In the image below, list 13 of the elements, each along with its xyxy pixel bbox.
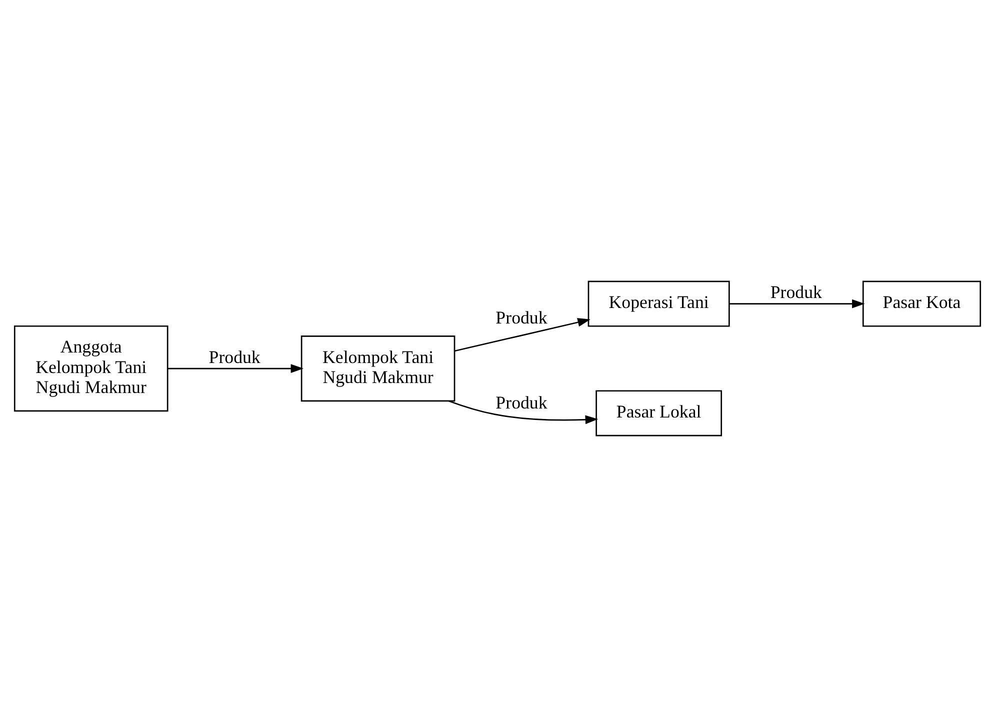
- edge-label: Produk: [770, 282, 822, 302]
- node-box: Koperasi Tani: [588, 280, 730, 327]
- node-box: Pasar Kota: [862, 280, 982, 327]
- edge-label: Produk: [496, 392, 548, 413]
- arrow: [168, 364, 304, 373]
- node-box: Anggota Kelompok Tani Ngudi Makmur: [14, 325, 168, 412]
- arrow: [454, 318, 590, 352]
- edge-label: Produk: [208, 346, 260, 367]
- edge-label: Produk: [496, 308, 548, 328]
- arrow: [729, 299, 865, 308]
- node-box: Pasar Lokal: [596, 390, 722, 436]
- arrow: [448, 400, 598, 424]
- node-box: Kelompok Tani Ngudi Makmur: [300, 336, 456, 402]
